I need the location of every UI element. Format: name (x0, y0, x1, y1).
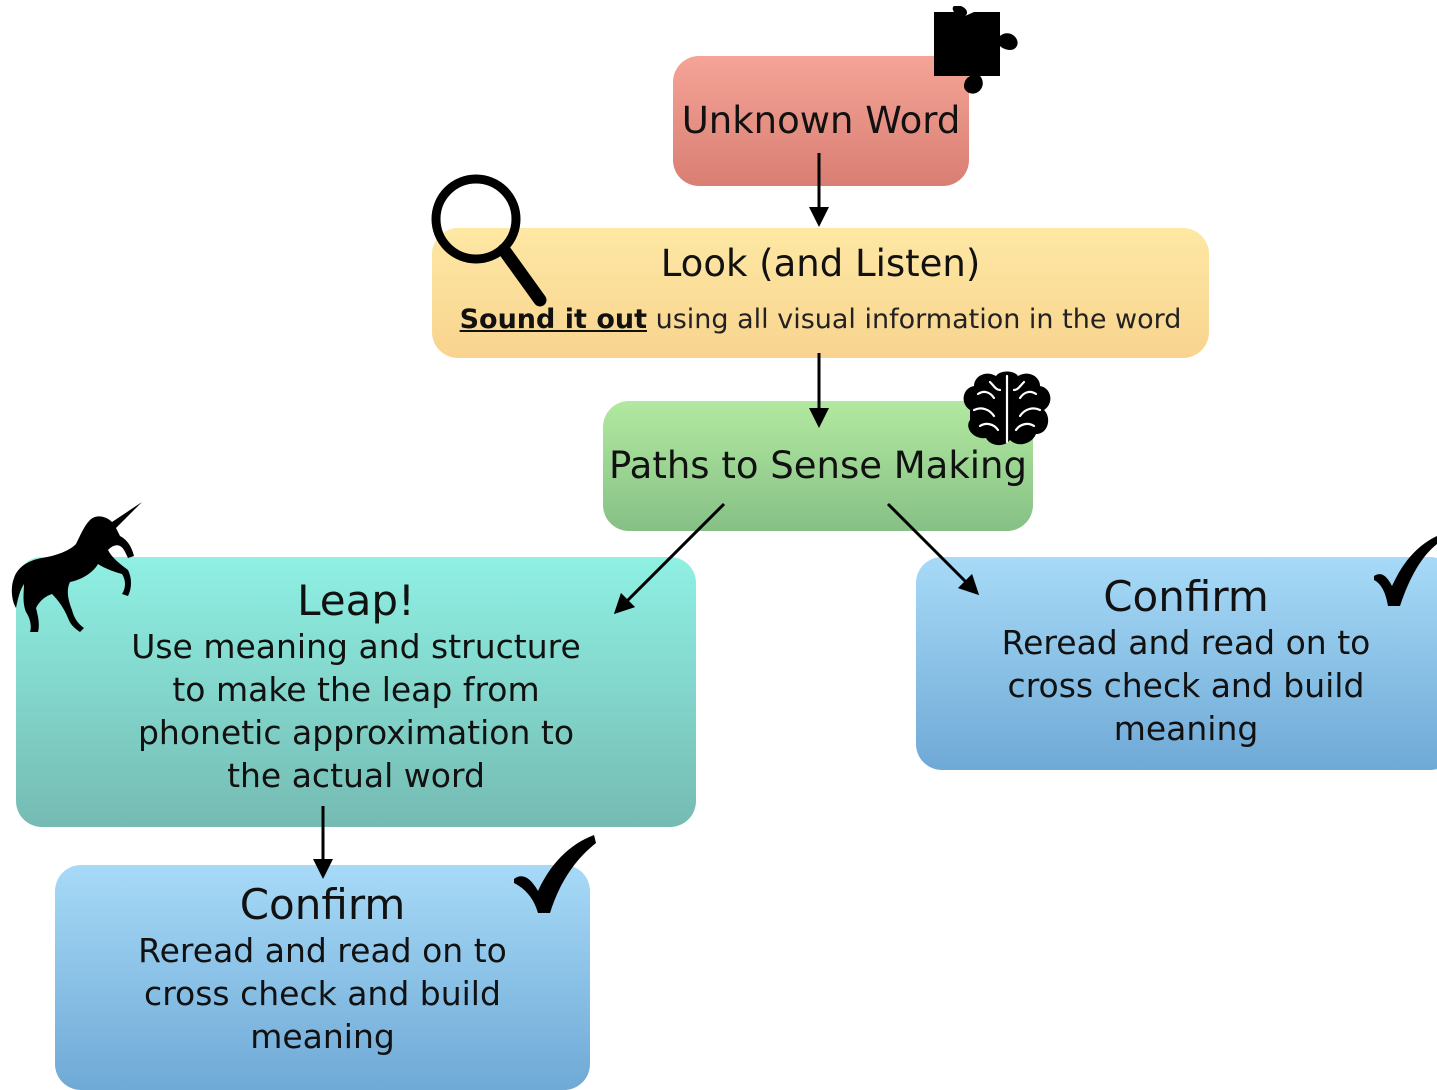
confirm-right-content: Confirm Reread and read on to cross chec… (936, 573, 1436, 750)
confirm-right-line-1: Reread and read on to (1001, 623, 1371, 662)
confirm-left-line-2: cross check and build (144, 974, 501, 1013)
checkmark-icon (514, 835, 596, 913)
leap-line-2: to make the leap from (172, 670, 540, 709)
confirm-left-title: Confirm (239, 880, 406, 929)
look-subtitle-rest: using all visual information in the word (647, 304, 1182, 335)
confirm-left-line-1: Reread and read on to (138, 931, 507, 970)
confirm-right-line-2: cross check and build (1007, 666, 1365, 705)
puzzle-piece-icon (934, 6, 1018, 94)
look-subtitle: Sound it out using all visual informatio… (460, 302, 1182, 338)
confirm-right-title: Confirm (1103, 572, 1269, 621)
magnifying-glass-icon (431, 174, 547, 307)
unknown-word-title: Unknown Word (681, 99, 961, 142)
leap-line-3: phonetic approximation to (137, 713, 575, 752)
confirm-right-node: Confirm Reread and read on to cross chec… (916, 557, 1437, 770)
checkmark-icon (1374, 536, 1437, 606)
unknown-word-node: Unknown Word (673, 56, 969, 186)
brain-icon (963, 371, 1051, 446)
confirm-left-line-3: meaning (250, 1017, 395, 1056)
leap-line-4: the actual word (227, 756, 485, 795)
leap-line-1: Use meaning and structure (131, 627, 581, 666)
unicorn-icon (11, 502, 143, 632)
confirm-left-node: Confirm Reread and read on to cross chec… (55, 865, 590, 1090)
look-node: Look (and Listen) Sound it out using all… (432, 228, 1209, 358)
sound-it-out-text: Sound it out (459, 304, 647, 335)
confirm-right-line-3: meaning (1113, 709, 1259, 748)
paths-title: Paths to Sense Making (609, 444, 1027, 487)
look-title: Look (and Listen) (660, 242, 981, 285)
leap-node: Leap! Use meaning and structure to make … (16, 557, 696, 827)
leap-title: Leap! (297, 576, 415, 625)
